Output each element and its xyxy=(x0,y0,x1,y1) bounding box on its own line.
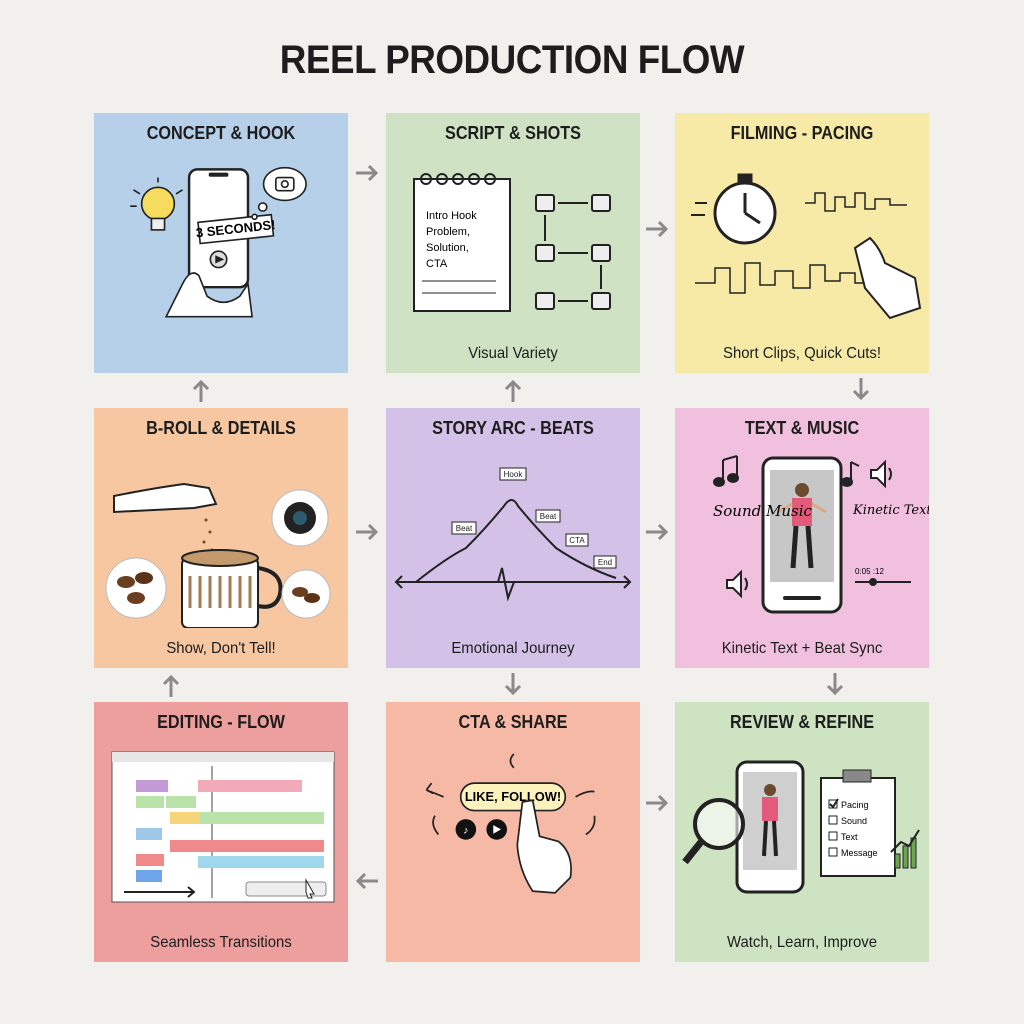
timeline-clips xyxy=(136,780,324,882)
clipboard-checklist-icon xyxy=(820,769,896,877)
card-title: SCRIPT & SHOTS xyxy=(445,123,581,143)
arrow-down-icon xyxy=(846,374,876,404)
hand-icon xyxy=(164,272,254,318)
checklist-item: Text xyxy=(841,832,858,842)
arrow-right-icon xyxy=(642,517,672,547)
arrow-up-icon xyxy=(498,376,528,406)
story-arc-illustration: Hook Beat Beat CTA End xyxy=(394,467,632,602)
magnifier-icon xyxy=(682,798,745,865)
notepad-line: Problem, xyxy=(426,226,470,238)
svg-text:♪: ♪ xyxy=(463,826,468,837)
waveform-icon xyxy=(695,192,907,294)
phone-icon xyxy=(735,760,805,894)
arrow-up-icon xyxy=(186,376,216,406)
filming-illustration xyxy=(691,173,922,320)
card-caption: Seamless Transitions xyxy=(150,934,292,951)
shot-grid-icon xyxy=(535,194,611,310)
page-title: REEL PRODUCTION FLOW xyxy=(279,38,745,82)
speaker-icon xyxy=(726,459,892,599)
card-caption: Visual Variety xyxy=(468,345,558,362)
card-caption: Show, Don't Tell! xyxy=(166,640,276,657)
pointing-hand-icon xyxy=(516,799,572,894)
arrow-right-icon xyxy=(642,214,672,244)
card-story-arc: STORY ARC - BEATS Hook Beat Beat CTA End… xyxy=(386,408,640,668)
notepad-line: CTA xyxy=(426,258,448,270)
card-title: TEXT & MUSIC xyxy=(744,418,860,438)
card-title: CTA & SHARE xyxy=(458,712,568,732)
lens-icon xyxy=(271,489,329,547)
phone-icon xyxy=(187,168,275,289)
card-concept-hook: CONCEPT & HOOK 3 SECONDS! xyxy=(94,113,348,373)
arrow-down-icon xyxy=(820,669,850,699)
coffee-beans-icon xyxy=(105,557,331,619)
arrow-right-icon xyxy=(352,517,382,547)
arrow-left-icon xyxy=(352,866,382,896)
card-filming-pacing: FILMING - PACING Short Clips, Quick Cuts… xyxy=(675,113,929,373)
phone-icon xyxy=(761,456,843,614)
arrow-down-icon xyxy=(498,669,528,699)
mountain-arc-icon xyxy=(394,499,632,602)
flag-label: Beat xyxy=(540,512,557,521)
notepad-line: Intro Hook xyxy=(426,210,477,222)
flag-label: End xyxy=(598,558,612,567)
flag-label: Beat xyxy=(456,524,473,533)
sprinkling-hand-icon xyxy=(113,482,218,514)
card-title: REVIEW & REFINE xyxy=(729,712,874,732)
cta-illustration: LIKE, FOLLOW! ♪ xyxy=(425,753,596,894)
tiktok-icon xyxy=(455,819,477,840)
tap-hand-icon xyxy=(853,236,922,320)
card-title: EDITING - FLOW xyxy=(157,712,285,732)
card-caption: Watch, Learn, Improve xyxy=(727,934,877,951)
card-caption: Kinetic Text + Beat Sync xyxy=(721,640,883,657)
like-follow-button xyxy=(459,782,567,812)
growth-chart-icon xyxy=(890,829,920,869)
lightbulb-icon xyxy=(130,177,183,231)
checklist-item: Pacing xyxy=(841,800,869,810)
checklist-item: Message xyxy=(841,848,878,858)
stopwatch-icon xyxy=(691,173,777,245)
notepad-line: Solution, xyxy=(426,242,469,254)
card-broll-details: B-ROLL & DETAILS Show, Don't Tell! xyxy=(94,408,348,668)
time-readout: 0:05 :12 xyxy=(855,567,884,576)
concept-illustration: 3 SECONDS! xyxy=(130,166,307,318)
flag-label: CTA xyxy=(569,536,585,545)
card-caption: Short Clips, Quick Cuts! xyxy=(723,345,881,362)
card-text-music: TEXT & MUSIC Sound Music Kinetic Text + … xyxy=(675,408,929,668)
editing-timeline-illustration xyxy=(111,751,335,903)
music-note-icon xyxy=(713,455,860,487)
camera-thought-icon xyxy=(251,166,307,221)
review-illustration: Pacing Sound Text Message xyxy=(682,760,920,894)
kinetic-text-label: Kinetic Text + Beat Sync xyxy=(852,503,929,518)
card-title: CONCEPT & HOOK xyxy=(146,123,296,143)
broll-illustration xyxy=(105,482,331,628)
card-title: FILMING - PACING xyxy=(730,123,874,143)
card-title: B-ROLL & DETAILS xyxy=(146,418,296,438)
coffee-cup-icon xyxy=(181,549,283,628)
checklist-item: Sound xyxy=(841,816,867,826)
card-caption: Emotional Journey xyxy=(451,640,575,657)
card-editing-flow: EDITING - FLOW Seamless Transitions xyxy=(94,702,348,962)
script-illustration: Intro Hook Problem, Solution, CTA xyxy=(413,173,611,312)
card-script-shots: SCRIPT & SHOTS Intro Hook Problem, Solut… xyxy=(386,113,640,373)
share-arrows-icon xyxy=(425,782,596,836)
card-cta-share: CTA & SHARE LIKE, FOLLOW! ♪ xyxy=(386,702,640,962)
cta-button-label: LIKE, FOLLOW! xyxy=(465,789,561,804)
notepad-icon xyxy=(413,173,511,312)
arrow-right-icon xyxy=(642,788,672,818)
card-review-refine: REVIEW & REFINE Pacing Sound Text Messag… xyxy=(675,702,929,962)
sound-music-label: Sound Music xyxy=(713,502,813,520)
text-music-illustration: Sound Music Kinetic Text + Beat Sync 0:0… xyxy=(713,455,929,614)
arrow-up-icon xyxy=(156,671,186,701)
flag-label: Hook xyxy=(504,470,524,479)
arrow-right-icon xyxy=(352,158,382,188)
card-title: STORY ARC - BEATS xyxy=(432,418,594,438)
